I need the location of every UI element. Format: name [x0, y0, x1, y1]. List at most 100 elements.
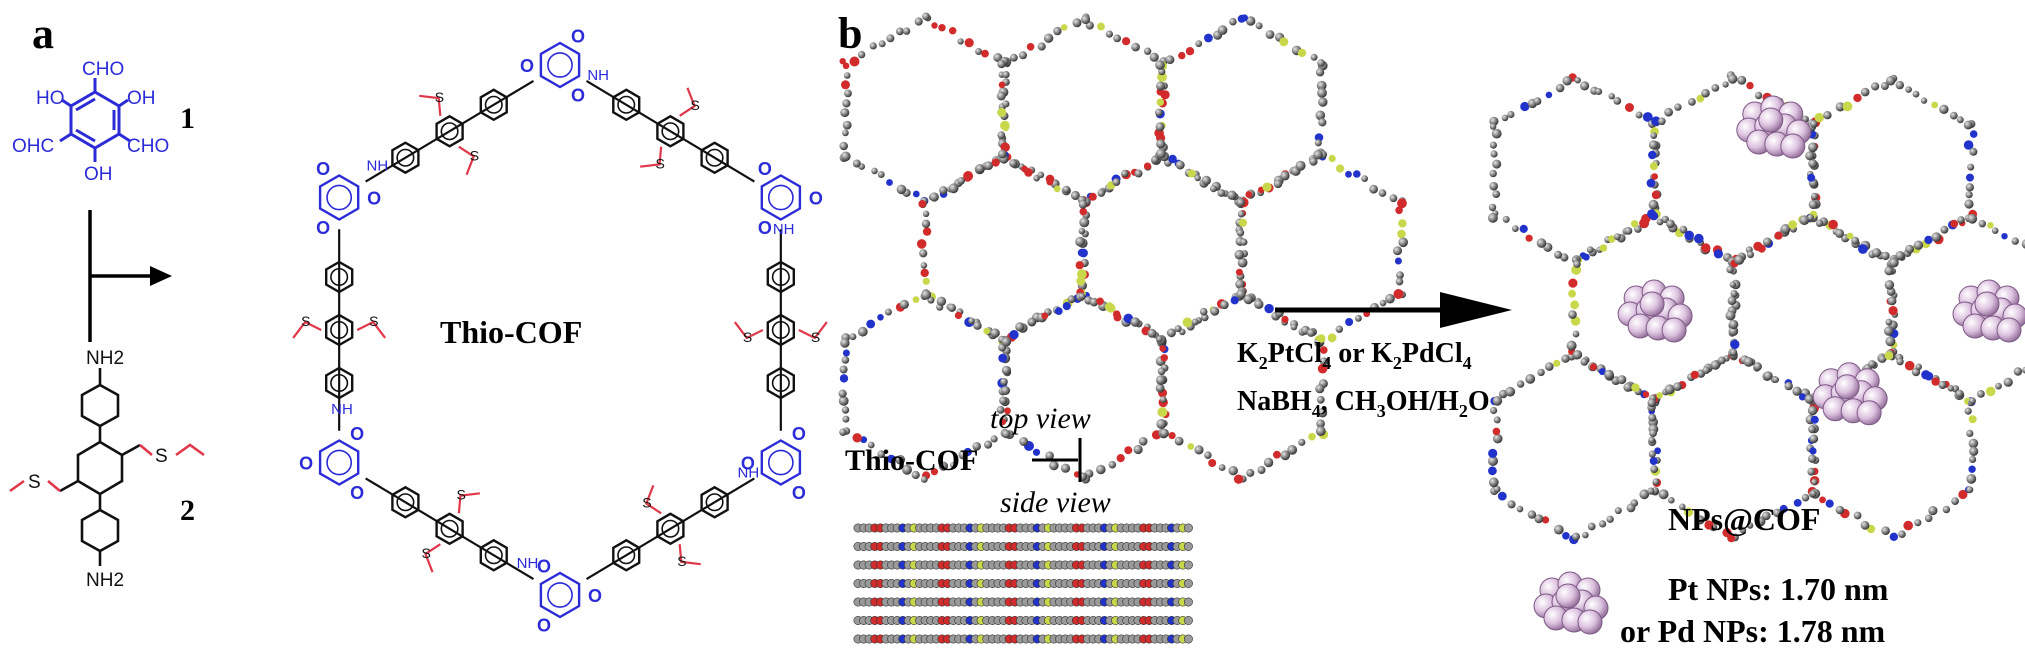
carbonyl-oxygen-label: O — [350, 424, 364, 444]
ho-left-label: HO — [36, 88, 65, 109]
nps-at-cof-label: NPs@COF — [1668, 501, 1820, 537]
framework-atom — [1160, 354, 1169, 362]
framework-atom — [1807, 405, 1818, 416]
framework-atom — [1746, 522, 1754, 529]
framework-atom — [1147, 328, 1157, 338]
framework-atom — [1651, 173, 1658, 180]
framework-atom — [1690, 370, 1699, 379]
framework-atom — [1077, 269, 1087, 279]
framework-atom — [1096, 464, 1106, 475]
framework-atom — [1679, 503, 1686, 511]
framework-atom — [1156, 148, 1166, 159]
framework-atom — [1369, 184, 1378, 194]
framework-atom — [1525, 234, 1533, 242]
framework-atom — [1290, 323, 1298, 331]
framework-atom — [877, 171, 885, 178]
framework-atom — [1947, 385, 1955, 392]
framework-atom — [877, 450, 886, 459]
linker-phenyl-ring-inner — [330, 320, 349, 340]
framework-atom — [1505, 386, 1516, 397]
framework-atom — [1159, 396, 1167, 403]
framework-atom — [1950, 219, 1959, 228]
framework-atom — [869, 42, 877, 50]
framework-atom — [839, 374, 849, 383]
framework-atom — [1397, 229, 1406, 239]
framework-atom — [1511, 225, 1519, 233]
framework-atom — [1335, 325, 1344, 333]
framework-atom — [1617, 375, 1627, 385]
framework-atom — [1701, 88, 1710, 98]
framework-atom — [1649, 457, 1658, 465]
framework-atom — [1568, 289, 1576, 298]
framework-atom — [930, 468, 939, 476]
framework-atom — [1704, 520, 1714, 530]
framework-atom — [1904, 360, 1915, 371]
framework-atom — [1648, 413, 1657, 422]
framework-atom — [1240, 238, 1248, 246]
framework-atom — [1000, 120, 1010, 131]
framework-atom — [1263, 457, 1274, 468]
framework-atom — [1001, 429, 1011, 439]
framework-atom — [938, 461, 949, 471]
framework-atom — [1725, 310, 1736, 321]
framework-atom — [999, 418, 1007, 426]
framework-atom — [1942, 505, 1951, 514]
framework-atom — [1881, 526, 1890, 535]
framework-atom — [1157, 407, 1168, 418]
framework-atom — [1810, 490, 1817, 497]
framework-atom — [1542, 516, 1550, 524]
nanoparticle-atom — [1661, 317, 1687, 343]
framework-atom — [1967, 214, 1978, 224]
thioether-side-chain — [733, 321, 764, 340]
framework-atom — [1755, 516, 1766, 527]
framework-atom — [886, 179, 893, 186]
framework-atom — [839, 58, 846, 65]
framework-atom — [1149, 52, 1159, 62]
thioether-sulfur-label: S — [369, 313, 378, 329]
framework-atom — [1308, 432, 1316, 441]
framework-atom — [838, 396, 849, 406]
framework-atom — [1730, 290, 1738, 298]
triformyl-core-ring-inner — [326, 184, 353, 211]
framework-atom — [877, 314, 884, 321]
top-view-caption: top view — [990, 402, 1091, 435]
linker-phenyl-ring-inner — [484, 95, 503, 114]
framework-atom — [957, 38, 964, 45]
compound-1-number: 1 — [180, 102, 195, 135]
linker-phenyl-ring — [435, 114, 464, 148]
framework-atom — [991, 158, 1000, 167]
carbonyl-oxygen-label: O — [792, 424, 806, 444]
framework-atom — [1762, 237, 1772, 247]
triformyl-core-ring-inner — [767, 184, 794, 211]
framework-atom — [839, 428, 847, 436]
framework-atom — [1000, 378, 1008, 386]
framework-atom — [1026, 43, 1035, 51]
framework-atom — [1393, 289, 1404, 299]
amine-top-label: NH2 — [86, 348, 124, 369]
framework-atom — [1157, 367, 1166, 376]
framework-atom — [1587, 522, 1596, 531]
framework-atom — [954, 311, 963, 320]
framework-atom — [1625, 103, 1634, 112]
framework-atom — [1808, 425, 1816, 434]
linker-phenyl-ring-inner — [330, 373, 349, 393]
framework-atom — [1905, 86, 1912, 93]
framework-atom — [929, 192, 939, 202]
framework-atom — [1492, 427, 1501, 436]
thioether-sulfur-label: S — [301, 313, 310, 329]
framework-atom — [1793, 499, 1802, 507]
framework-atom — [1316, 419, 1325, 429]
framework-atom — [1804, 394, 1815, 404]
framework-atom — [841, 80, 850, 90]
framework-atom — [1810, 415, 1819, 424]
framework-atom — [1096, 297, 1104, 306]
framework-atom — [2001, 233, 2008, 240]
framework-atom — [1886, 76, 1896, 86]
framework-atom — [1138, 437, 1148, 446]
framework-atom — [1626, 503, 1636, 513]
framework-atom — [1871, 82, 1880, 91]
framework-atom — [938, 24, 946, 32]
framework-atom — [931, 22, 938, 29]
framework-atom — [1656, 218, 1664, 226]
nanoparticle-legend-icon — [1533, 571, 1609, 635]
